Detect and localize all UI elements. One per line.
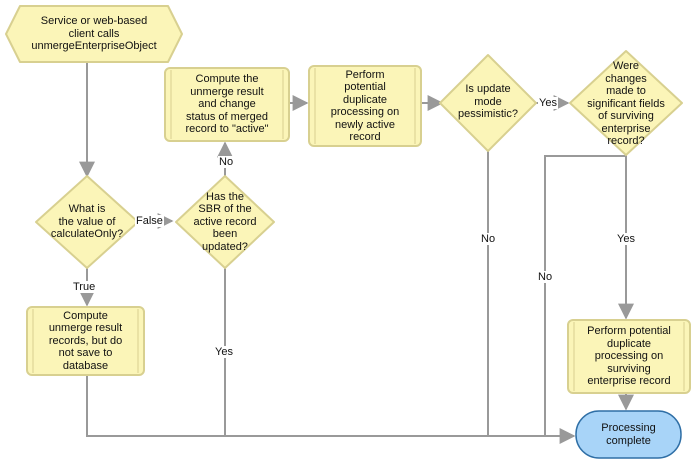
- process-compute-status: [164, 67, 290, 142]
- compute-status-label: Compute the unmerge result and change st…: [185, 73, 269, 136]
- sbr-updated-label: Has the SBR of the active record been up…: [193, 190, 257, 253]
- calc-only-label: What is the value of calculateOnly?: [50, 203, 124, 241]
- edge-label-no-sbr: No: [218, 156, 235, 168]
- decision-significant-fields: [569, 50, 683, 156]
- edge-label-false: False: [135, 215, 164, 227]
- process-dup-surviving: [567, 319, 691, 394]
- edge-nosave-to-complete: [86, 375, 576, 444]
- decision-calculate-only: [35, 175, 139, 269]
- process-dup-new: [308, 65, 422, 147]
- process-compute-nosave: [26, 306, 145, 376]
- significant-label: Were changes made to significant fields …: [587, 60, 665, 148]
- dup-new-label: Perform potential duplicate processing o…: [330, 68, 400, 144]
- edge-label-yes-sbr: Yes: [214, 346, 234, 358]
- decision-update-pessimistic: [439, 54, 537, 152]
- edge-label-no-significant: No: [537, 271, 554, 283]
- edge-label-true: True: [72, 281, 97, 293]
- edge-label-yes-pessimistic: Yes: [538, 97, 558, 109]
- decision-sbr-updated: [175, 175, 275, 269]
- dup-surviving-label: Perform potential duplicate processing o…: [587, 325, 671, 388]
- pessimistic-label: Is update mode pessimistic?: [458, 83, 518, 121]
- terminal-processing-complete: [575, 410, 682, 459]
- start-label: Service or web-based client calls unmerg…: [31, 15, 157, 53]
- compute-nosave-label: Compute unmerge result records, but do n…: [48, 309, 123, 372]
- edge-label-no-pessimistic: No: [480, 233, 497, 245]
- start-node: [5, 5, 183, 63]
- edge-significant-no: [544, 155, 626, 436]
- processing-complete-label: Processing complete: [601, 422, 656, 447]
- edge-label-yes-significant: Yes: [616, 233, 636, 245]
